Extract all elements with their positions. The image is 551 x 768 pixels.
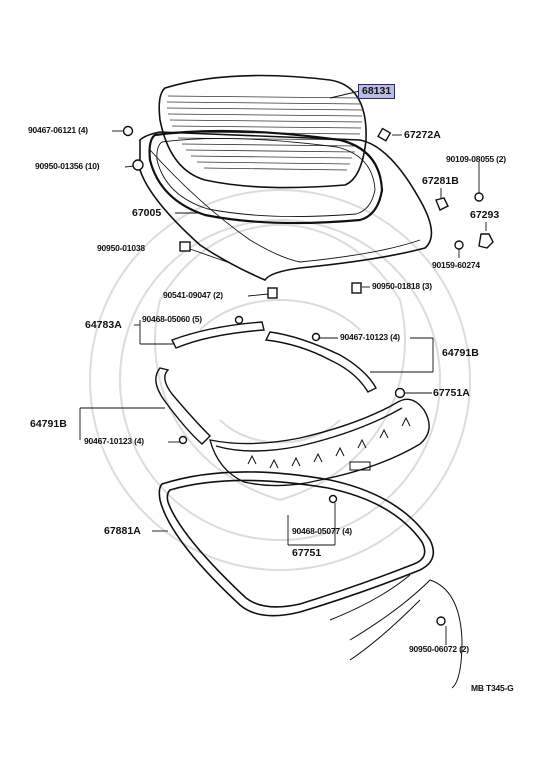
part-label-90467-10123-left: 90467-10123 (4) <box>84 436 144 446</box>
part-label-68131: 68131 <box>358 84 396 99</box>
part-label-90950-01356: 90950-01356 (10) <box>35 161 100 171</box>
part-label-90109-08055: 90109-08055 (2) <box>446 154 506 164</box>
part-label-67881a: 67881A <box>104 525 141 537</box>
part-label-90467-10123-right: 90467-10123 (4) <box>340 332 400 342</box>
part-label-64783a: 64783A <box>85 319 122 331</box>
part-label-67293: 67293 <box>470 209 500 221</box>
part-label-90467-06121: 90467-06121 (4) <box>28 125 88 135</box>
glass-weatherstrip <box>148 129 384 225</box>
inner-trim-panel <box>209 398 430 487</box>
part-label-67005: 67005 <box>132 207 162 219</box>
hatch-panel <box>139 131 433 282</box>
part-label-64791b-left: 64791B <box>30 418 67 430</box>
leader-lines <box>79 90 487 645</box>
part-label-90468-05077: 90468-05077 (4) <box>292 526 352 536</box>
part-label-90159-60274: 90159-60274 <box>432 260 480 270</box>
part-label-90950-01818: 90950-01818 (3) <box>372 281 432 291</box>
part-label-90541-09047: 90541-09047 (2) <box>163 290 223 300</box>
garnish-trims <box>155 321 377 445</box>
part-label-67281b: 67281B <box>422 175 459 187</box>
door-weatherstrip <box>158 471 435 617</box>
part-label-90950-01038: 90950-01038 <box>97 243 145 253</box>
part-label-90950-06072: 90950-06072 (2) <box>409 644 469 654</box>
part-label-67751: 67751 <box>292 547 322 559</box>
body-opening <box>329 574 463 689</box>
part-label-67751a: 67751A <box>433 387 470 399</box>
part-label-67272a: 67272A <box>404 129 441 141</box>
part-label-64791b-right: 64791B <box>442 347 479 359</box>
part-label-90468-05060: 90468-05060 (5) <box>142 314 202 324</box>
fasteners <box>122 125 494 626</box>
figure-code: MB T345-G <box>471 683 514 693</box>
watermark-emblem <box>89 189 471 571</box>
